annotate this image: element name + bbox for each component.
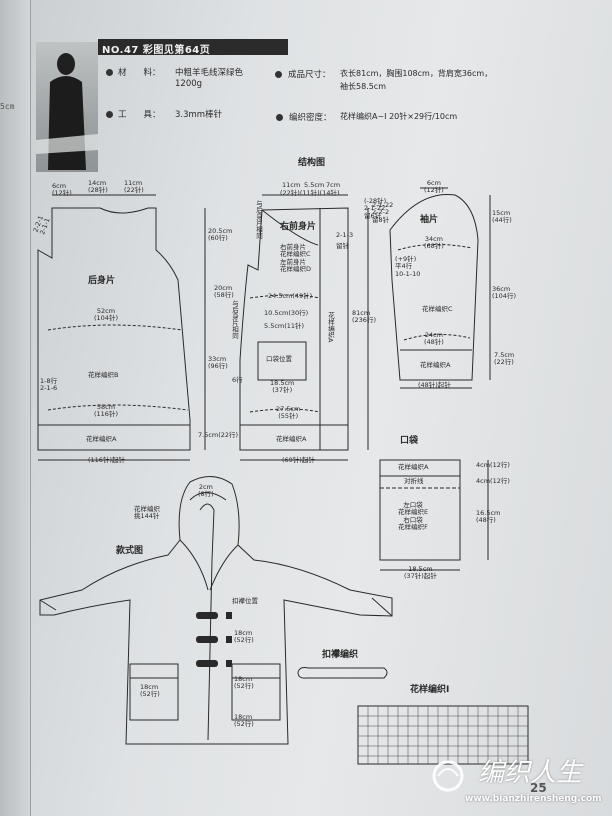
materials-value: 中粗羊毛线深绿色: [175, 68, 244, 78]
materials-label: 材 料：: [118, 68, 161, 78]
back-title: 后身片: [88, 276, 116, 286]
gauge-label: 编织密度：: [289, 113, 332, 123]
sleeve-cast: (48针)起针: [418, 381, 451, 389]
page-number: 25: [530, 781, 547, 795]
sleeve-cap-dec: 2-1-22 2-2-2 留8针: [372, 201, 394, 224]
sleeve-patC: 花样编织C: [422, 305, 453, 313]
front-band-note: 与后身片相同: [254, 200, 263, 239]
back-top-right: 11cm (22针): [124, 179, 144, 195]
sleeve-inc: (+9针) 平4行 10-1-10: [395, 255, 421, 278]
model-photo: [36, 42, 98, 172]
pocket-title: 口袋: [400, 436, 419, 446]
sleeve-cuff-w: 24cm (48针): [424, 331, 444, 347]
back-armhole: 20.5cm (60行): [208, 227, 233, 243]
materials-value-2: 1200g: [175, 79, 203, 89]
pocket-h2: 4cm(12行): [476, 477, 510, 485]
pattern-title: NO.47 彩图见第64页: [102, 45, 211, 56]
front-rows6: 6行: [232, 376, 243, 384]
front-w55: 5.5cm(11针): [264, 322, 305, 330]
tools-value: 3.3mm棒针: [175, 110, 223, 120]
front-band: 花样编织A: [326, 312, 335, 343]
watermark-brand: 编织人生: [478, 758, 583, 788]
watermark-logo-icon: [432, 760, 464, 792]
back-piece-outline: [37, 207, 191, 451]
front-piece-outline: [239, 207, 349, 451]
sleeve-len: 36cm (104行): [492, 285, 516, 301]
sleeve-top: 6cm (12针): [424, 179, 444, 195]
back-patA: 花样编织A: [86, 435, 117, 443]
edge-text: 5cm: [0, 102, 15, 111]
back-patB: 花样编织B: [88, 371, 119, 379]
style-pocket-len: 18cm (52行): [140, 683, 160, 699]
front-neck-b: 留针: [336, 242, 349, 250]
style-hood-w: 2cm (8行): [198, 483, 214, 499]
pocket-body: 左口袋 花样编织E 右口袋 花样编织F: [398, 501, 429, 532]
style-s18c: 18cm (52行): [234, 713, 254, 729]
back-top-mid: 14cm (28针): [88, 179, 108, 195]
pocket-w: 18.5cm (37针)起针: [404, 565, 437, 581]
style-hood-pat: 花样编织 挑144针: [134, 505, 160, 521]
back-cast: (116针)起针: [88, 456, 125, 464]
watermark-url: www.bianzhirensheng.com: [465, 794, 602, 804]
adjacent-page-edge: 5cm: [0, 0, 31, 816]
front-title: 右前身片: [280, 222, 317, 232]
front-top2: 5.5cm: [304, 181, 325, 189]
pocket-patA: 花样编织A: [398, 463, 429, 471]
size-value: 衣长81cm，胸围108cm，背肩宽36cm，: [340, 69, 493, 78]
front-w245: 24.5cm(49针): [268, 292, 313, 300]
sleeve-title: 袖片: [420, 215, 439, 225]
pocket-h3: 16.5cm (48行): [476, 509, 501, 525]
sleeve-cuff-h: 7.5cm (22行): [494, 351, 515, 367]
back-width58: 58cm (116针): [94, 403, 118, 419]
buttonhole-title: 扣襻编织: [322, 650, 359, 660]
front-neck-dec: (-28针) 2-1-22 留6针: [364, 197, 387, 220]
gauge-value: 花样编织A~I 20针×29行/10cm: [340, 112, 458, 121]
front-top-st: (22针)(11针)(14针): [280, 189, 340, 197]
pattern-header: NO.47 彩图见第64页: [98, 39, 288, 56]
front-pat-list: 右前身片 花样编织C 左前身片 花样编织D: [280, 243, 312, 274]
pocket-outline: [379, 459, 461, 561]
sleeve-patA: 花样编织A: [420, 361, 451, 369]
style-title: 款式图: [116, 546, 144, 556]
sleeve-cap-w: 34cm (68针): [424, 235, 444, 251]
front-w105: 10.5cm(30行): [264, 309, 309, 317]
back-width52: 52cm (104针): [94, 307, 118, 323]
structure-title: 结构图: [298, 158, 326, 168]
style-s18a: 18cm (52行): [234, 629, 254, 645]
pocket-fold: 对折线: [404, 477, 424, 485]
front-top1: 11cm: [282, 181, 301, 189]
front-top3: 7cm: [326, 181, 341, 189]
sleeve-cap: 15cm (44行): [492, 209, 512, 225]
front-pocket-pos: 口袋位置: [266, 355, 292, 363]
back-body-len: 33cm (96行): [208, 355, 228, 371]
bullet-icon: [106, 111, 113, 118]
jacket-outline: [39, 476, 393, 745]
bullet-icon: [275, 71, 282, 78]
tools-label: 工 具：: [118, 110, 161, 120]
front-band-note2: 与后身片相同: [230, 300, 239, 339]
front-w185: 18.5cm (37针): [270, 379, 295, 395]
buttonhole-cord: [297, 667, 388, 679]
back-dec: 1-8行 2-1-6: [40, 377, 58, 393]
style-s18b: 18cm (52行): [234, 675, 254, 691]
front-patA: 花样编织A: [276, 435, 307, 443]
front-total: 81cm (236行): [352, 309, 376, 325]
front-neck-a: 2-1-3: [336, 231, 354, 239]
size-value-2: 袖长58.5cm: [340, 82, 387, 91]
pocket-h1: 4cm(12行): [476, 461, 510, 469]
front-cast: (69针)起针: [282, 456, 315, 464]
size-label: 成品尺寸：: [288, 70, 331, 80]
bullet-icon: [276, 114, 283, 121]
sleeve-outline: [389, 193, 479, 381]
back-top-left: 6cm (12针): [52, 182, 72, 198]
pattern-title-label: 花样编织Ⅰ: [410, 685, 450, 695]
back-hem: 7.5cm(22行): [198, 431, 239, 439]
front-w275: 27.5cm (55针): [276, 405, 301, 421]
bullet-icon: [106, 69, 113, 76]
style-clasp: 扣襻位置: [232, 597, 258, 605]
front-len20: 20cm (58行): [214, 284, 234, 300]
